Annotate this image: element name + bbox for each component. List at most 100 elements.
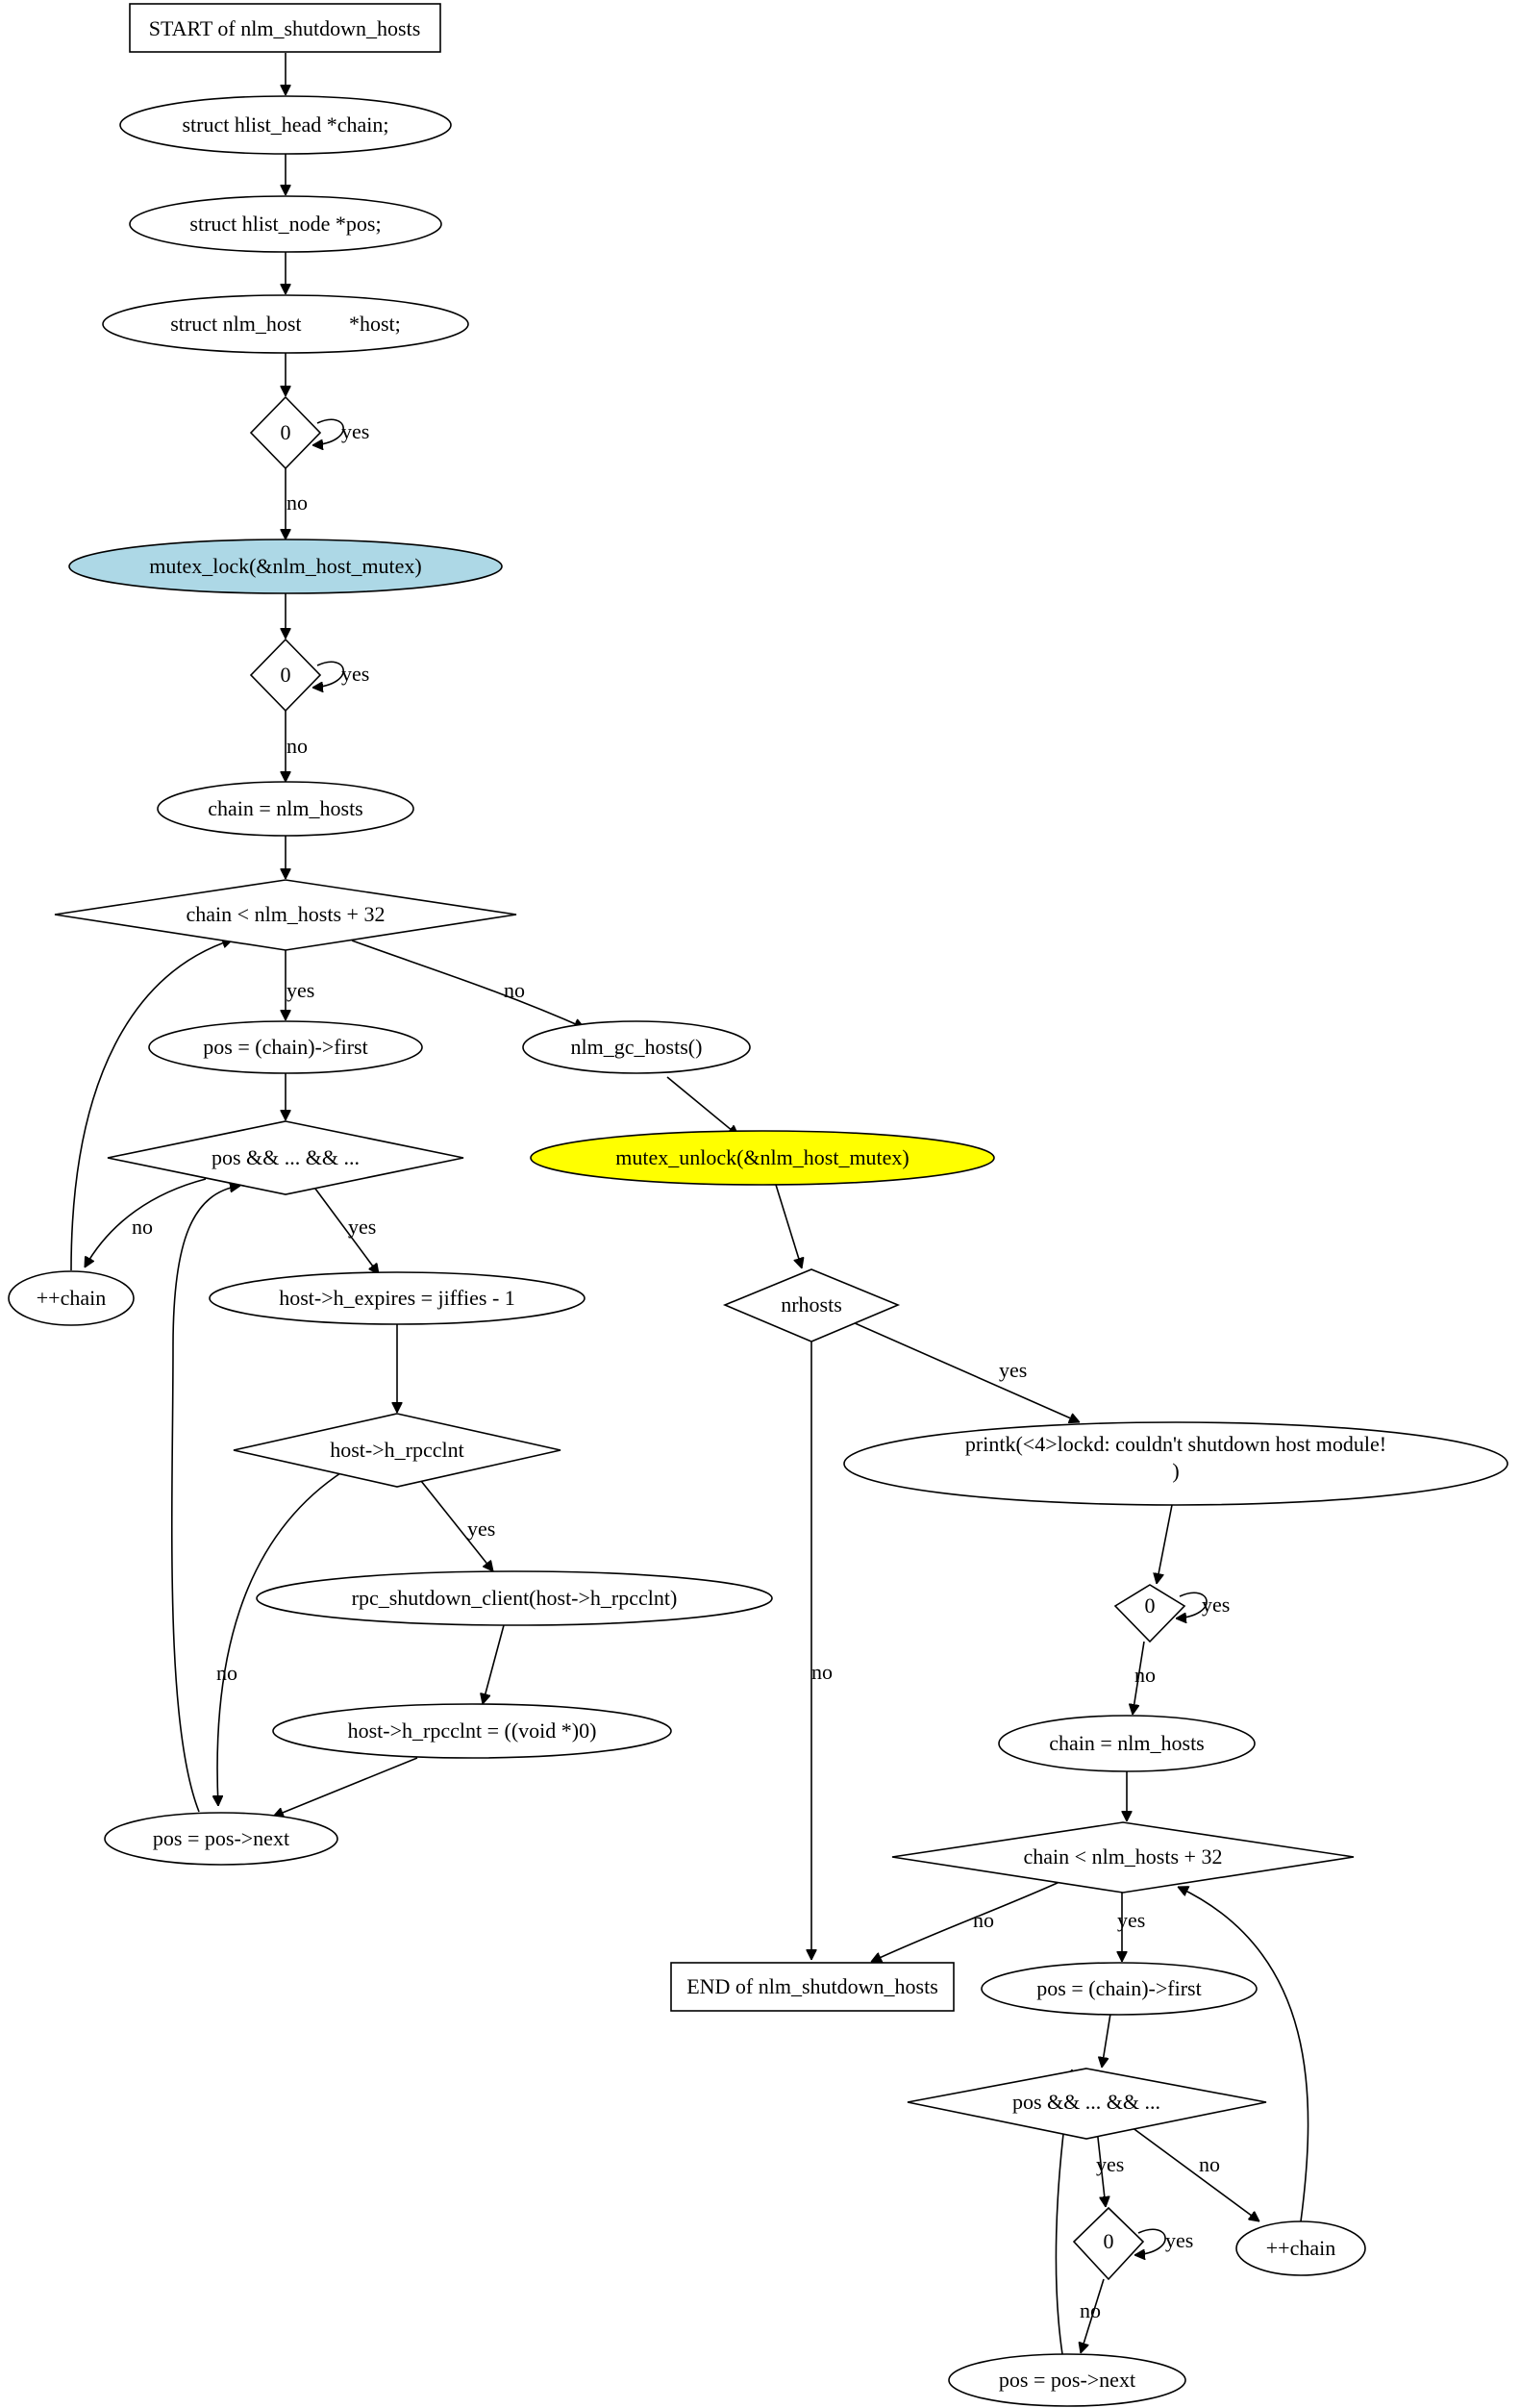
edge-nrhosts-yes: [852, 1321, 1080, 1422]
svg-text:struct hlist_head *chain;: struct hlist_head *chain;: [182, 113, 388, 137]
svg-text:chain = nlm_hosts: chain = nlm_hosts: [1049, 1731, 1205, 1755]
svg-text:host->h_expires = jiffies - 1: host->h_expires = jiffies - 1: [279, 1286, 515, 1310]
start-node: START of nlm_shutdown_hosts: [129, 3, 441, 53]
edge-gc-to-unlock: [666, 1076, 738, 1136]
zero-decision-2: 0: [249, 638, 322, 713]
label-chain1-no: no: [504, 978, 525, 1002]
edge-cond-pos1-no: [84, 1178, 207, 1267]
svg-text:printk(<4>lockd: couldn't shut: printk(<4>lockd: couldn't shutdown host …: [965, 1432, 1386, 1456]
svg-text:pos = pos->next: pos = pos->next: [153, 1826, 289, 1850]
edge-cond-chain2-no: [871, 1881, 1060, 1962]
pos-next-1-node: pos = pos->next: [104, 1812, 338, 1866]
gc-hosts-node: nlm_gc_hosts(): [522, 1020, 751, 1074]
edge-cond-rpcclnt-no: [217, 1470, 344, 1806]
edge-cond-rpcclnt-yes: [420, 1480, 493, 1571]
end-node: END of nlm_shutdown_hosts: [670, 1962, 955, 2012]
edge-pos2-to-cond-pos2: [1102, 2013, 1111, 2068]
svg-text:nrhosts: nrhosts: [781, 1292, 842, 1317]
cond-rpcclnt-node: host->h_rpcclnt: [233, 1413, 561, 1488]
label-zero1-no: no: [287, 490, 308, 514]
label-zero4-no: no: [1080, 2298, 1101, 2322]
cond-chain-2-node: chain < nlm_hosts + 32: [891, 1821, 1355, 1894]
label-chain2-yes: yes: [1117, 1908, 1145, 1932]
svg-text:rpc_shutdown_client(host->h_rp: rpc_shutdown_client(host->h_rpcclnt): [352, 1586, 678, 1610]
svg-text:0: 0: [1104, 2229, 1114, 2253]
edge-pos-next1-back: [170, 1186, 240, 1813]
decl-chain-node: struct hlist_head *chain;: [119, 95, 452, 155]
svg-text:chain < nlm_hosts + 32: chain < nlm_hosts + 32: [187, 902, 386, 926]
edge-zero3-self-loop: [1176, 1592, 1208, 1618]
zero-decision-1: 0: [249, 395, 322, 470]
label-pos2-no: no: [1199, 2152, 1220, 2176]
edge-zero4-to-pos-next2: [1081, 2278, 1105, 2353]
edge-null-to-pos-next1: [273, 1757, 418, 1817]
edge-labels: yes no yes no yes no no yes yes no yes n…: [132, 419, 1230, 2322]
edge-rpc-shutdown-to-null: [483, 1624, 505, 1704]
svg-text:++chain: ++chain: [37, 1286, 106, 1310]
label-chain1-yes: yes: [287, 978, 314, 1002]
label-pos2-yes: yes: [1096, 2152, 1124, 2176]
edge-inc-chain1-back: [70, 940, 233, 1271]
assign-chain-2-node: chain = nlm_hosts: [998, 1715, 1256, 1772]
svg-text:struct hlist_node *pos;: struct hlist_node *pos;: [189, 212, 381, 236]
label-chain2-no: no: [973, 1908, 994, 1932]
label-zero2-no: no: [287, 734, 308, 758]
label-pos1-no: no: [132, 1215, 153, 1239]
printk-node: printk(<4>lockd: couldn't shutdown host …: [843, 1421, 1508, 1506]
label-zero3-yes: yes: [1202, 1593, 1230, 1617]
assign-rpcclnt-null-node: host->h_rpcclnt = ((void *)0): [272, 1703, 672, 1759]
pos-next-2-node: pos = pos->next: [948, 2353, 1186, 2407]
svg-text:0: 0: [1145, 1593, 1156, 1618]
edge-cond-pos1-yes: [311, 1184, 379, 1274]
edge-zero3-to-chain2: [1133, 1641, 1145, 1715]
assign-pos-2-node: pos = (chain)->first: [981, 1962, 1258, 2016]
svg-text:mutex_lock(&nlm_host_mutex): mutex_lock(&nlm_host_mutex): [149, 554, 422, 578]
edge-zero4-self-loop: [1134, 2228, 1166, 2255]
svg-text:): ): [1172, 1459, 1179, 1483]
svg-text:END of nlm_shutdown_hosts: END of nlm_shutdown_hosts: [686, 1974, 938, 1998]
edge-zero1-self-loop: [312, 418, 344, 445]
label-nrhosts-no: no: [811, 1660, 833, 1684]
svg-text:pos = (chain)->first: pos = (chain)->first: [203, 1035, 367, 1059]
nodes: START of nlm_shutdown_hosts struct hlist…: [8, 3, 1508, 2407]
cond-pos-2-node: pos && ... && ...: [907, 2068, 1267, 2140]
svg-text:0: 0: [281, 420, 291, 444]
inc-chain-1-node: ++chain: [8, 1270, 135, 1326]
mutex-unlock-node: mutex_unlock(&nlm_host_mutex): [530, 1130, 995, 1186]
edge-inc-chain2-back: [1178, 1887, 1309, 2222]
cond-pos-1-node: pos && ... && ...: [107, 1120, 464, 1195]
svg-text:++chain: ++chain: [1266, 2236, 1335, 2260]
label-zero4-yes: yes: [1165, 2228, 1193, 2252]
assign-expires-node: host->h_expires = jiffies - 1: [209, 1271, 586, 1325]
label-pos1-yes: yes: [348, 1215, 376, 1239]
assign-chain-1-node: chain = nlm_hosts: [157, 781, 414, 837]
edge-zero2-self-loop: [312, 661, 344, 688]
svg-text:host->h_rpcclnt = ((void *)0): host->h_rpcclnt = ((void *)0): [348, 1718, 597, 1743]
svg-text:chain = nlm_hosts: chain = nlm_hosts: [208, 796, 363, 820]
svg-text:pos && ... && ...: pos && ... && ...: [212, 1145, 360, 1169]
label-rpcclnt-yes: yes: [467, 1517, 495, 1541]
edge-unlock-to-nrhosts: [775, 1184, 802, 1268]
inc-chain-2-node: ++chain: [1235, 2220, 1366, 2276]
assign-pos-1-node: pos = (chain)->first: [148, 1020, 423, 1074]
edge-cond-chain1-no: [351, 940, 585, 1028]
decl-host-node: struct nlm_host *host;: [102, 294, 469, 354]
decl-pos-node: struct hlist_node *pos;: [129, 195, 442, 253]
label-nrhosts-yes: yes: [999, 1358, 1027, 1382]
svg-text:START of nlm_shutdown_hosts: START of nlm_shutdown_hosts: [149, 16, 421, 40]
cond-chain-1-node: chain < nlm_hosts + 32: [54, 879, 517, 951]
zero-decision-4: 0: [1072, 2206, 1145, 2281]
label-zero1-yes: yes: [341, 419, 369, 443]
svg-text:pos = pos->next: pos = pos->next: [999, 2368, 1135, 2392]
mutex-lock-node: mutex_lock(&nlm_host_mutex): [68, 539, 503, 594]
svg-text:mutex_unlock(&nlm_host_mutex): mutex_unlock(&nlm_host_mutex): [615, 1145, 910, 1169]
svg-text:pos && ... && ...: pos && ... && ...: [1012, 2090, 1160, 2114]
edge-cond-pos2-no: [1127, 2123, 1259, 2221]
edge-printk-to-zero3: [1157, 1504, 1173, 1584]
rpc-shutdown-node: rpc_shutdown_client(host->h_rpcclnt): [256, 1570, 773, 1626]
svg-text:0: 0: [281, 663, 291, 687]
label-zero3-no: no: [1134, 1663, 1156, 1687]
cond-nrhosts-node: nrhosts: [722, 1268, 901, 1342]
edge-cond-pos2-yes: [1096, 2128, 1106, 2207]
